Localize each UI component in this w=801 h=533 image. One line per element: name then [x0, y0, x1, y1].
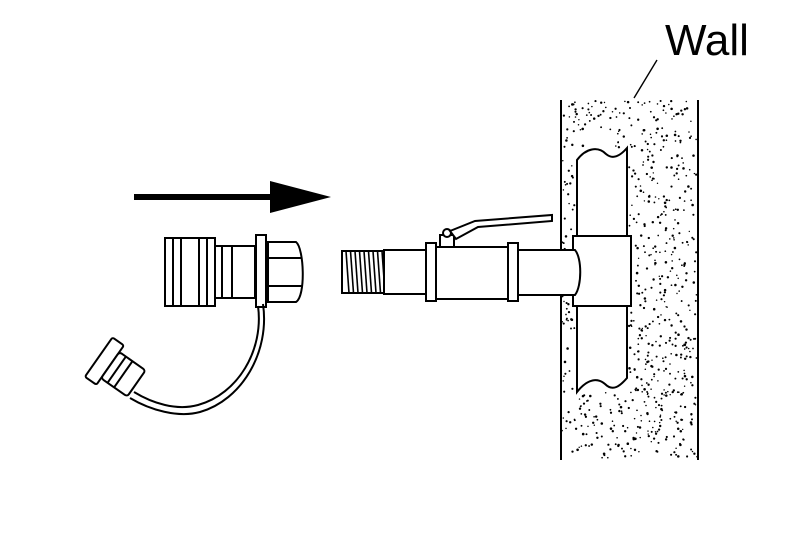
- wall-texture-dots: [561, 100, 698, 459]
- direction-arrow: [134, 181, 331, 213]
- ball-valve: [341, 213, 553, 302]
- valve-handle: [448, 213, 553, 241]
- cap-tether: [129, 303, 266, 416]
- tee-fitting: [572, 235, 632, 307]
- quick-coupling: [164, 234, 304, 308]
- horizontal-pipe: [517, 249, 582, 296]
- coupling-hex-nut: [267, 241, 304, 303]
- coupling-flange: [255, 234, 267, 308]
- wall-label: Wall: [665, 16, 749, 65]
- wall-leader-line: [633, 59, 658, 99]
- valve-body: [435, 246, 509, 300]
- nipple-threads: [345, 250, 386, 294]
- dust-cap: [84, 337, 146, 397]
